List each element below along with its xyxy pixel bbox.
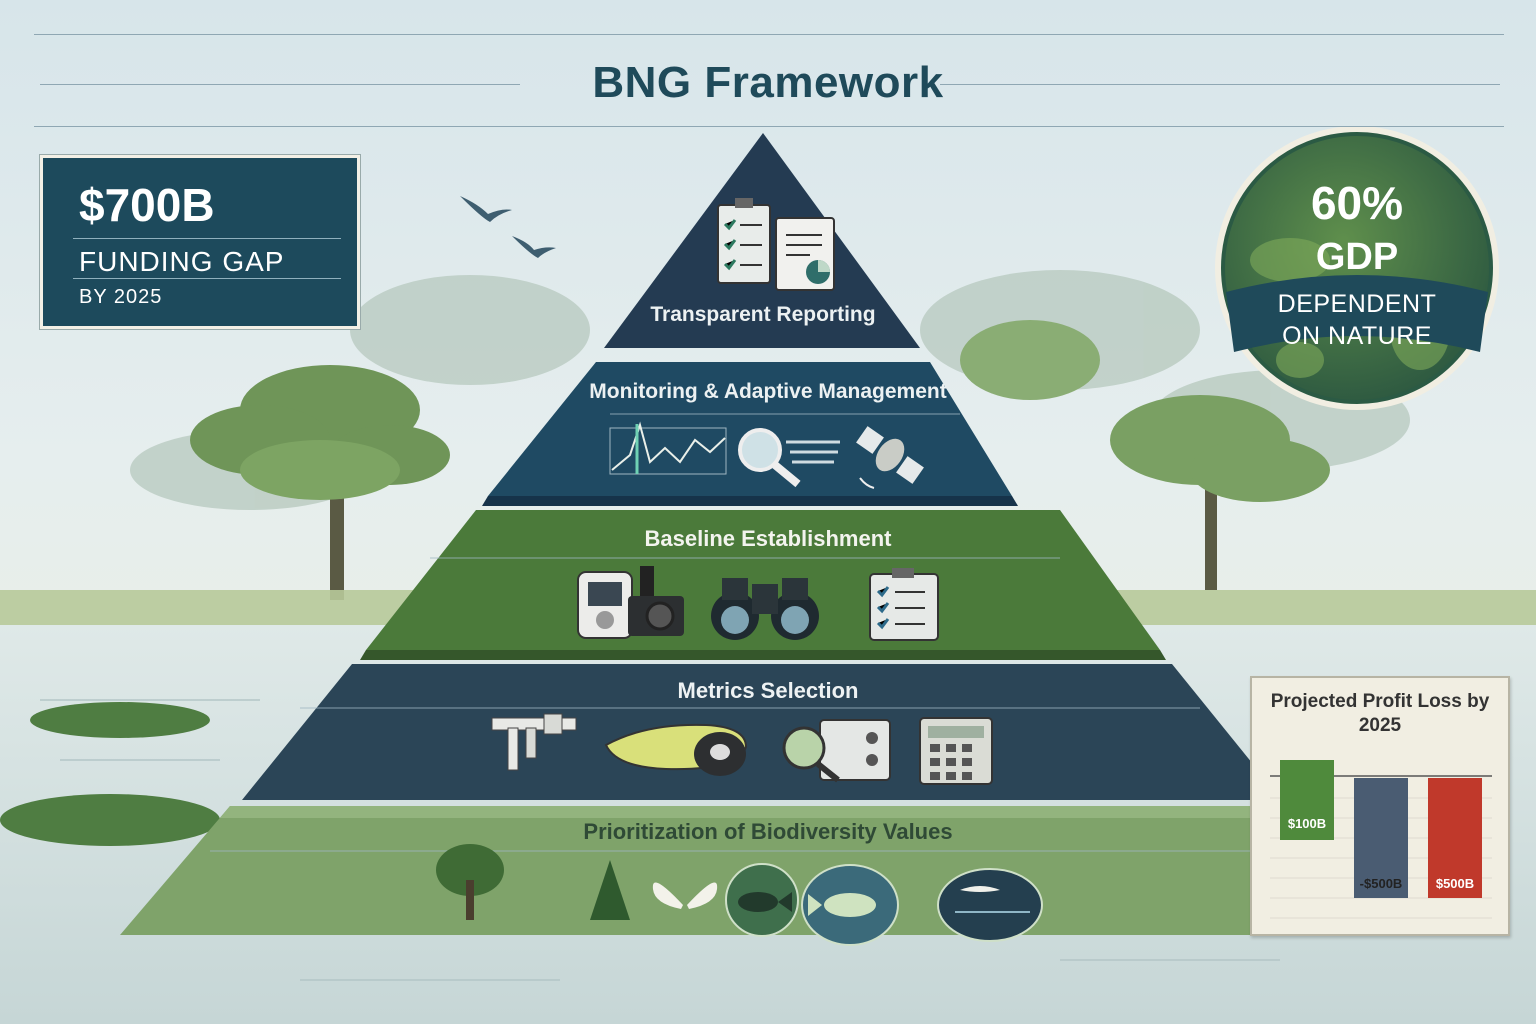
funding-gap-sub: BY 2025 <box>79 286 163 308</box>
binoculars-icon <box>711 578 819 640</box>
gdp-percent: 60% <box>1310 177 1404 229</box>
chart-plot: $100B -$500B $500B <box>1270 760 1492 919</box>
birds-icon <box>460 196 556 258</box>
coral-fish-icon <box>801 864 899 946</box>
top-rule <box>34 34 1504 35</box>
title-underline <box>34 126 1504 127</box>
measuring-tape-icon <box>604 723 748 776</box>
calculator-icon <box>919 717 993 785</box>
gdp-globe-badge <box>1215 126 1499 410</box>
page-title: BNG Framework <box>592 58 944 107</box>
chart-data-label: -$500B <box>1360 876 1403 891</box>
magnifier-icon <box>738 428 840 488</box>
title-rule-right <box>940 84 1500 85</box>
gdp-label: GDP <box>1315 236 1399 278</box>
gdp-line1: DEPENDENT <box>1277 290 1437 318</box>
title-rule-left <box>40 84 520 85</box>
gps-device-camera-icon <box>577 566 684 639</box>
profit-loss-chart: Projected Profit Loss by 2025 $100B -$500… <box>1250 676 1510 936</box>
funding-gap-divider <box>73 238 341 239</box>
wetland-bird-icon <box>937 868 1043 942</box>
chart-data-label: $100B <box>1288 816 1326 831</box>
clipboard-checklist-icon <box>717 198 771 284</box>
tier-baseline <box>366 510 1160 650</box>
tree-icon <box>436 844 630 920</box>
funding-gap-amount: $700B <box>79 179 215 231</box>
line-graph-icon <box>609 421 727 475</box>
chart-data-label: $500B <box>1436 876 1474 891</box>
tier-metrics <box>242 664 1282 800</box>
report-chart-icon <box>775 217 835 291</box>
left-tree <box>190 365 450 600</box>
gdp-line2: ON NATURE <box>1282 322 1432 350</box>
funding-gap-label: FUNDING GAP <box>79 246 285 277</box>
fish-icon <box>725 863 799 937</box>
tier1-label: Transparent Reporting <box>650 303 876 326</box>
tier5-label: Prioritization of Biodiversity Values <box>583 819 953 844</box>
chart-bar <box>1354 778 1408 898</box>
funding-gap-divider-2 <box>73 278 341 279</box>
tier4-label: Metrics Selection <box>677 678 859 703</box>
caliper-icon <box>491 713 577 771</box>
chart-bar <box>1280 760 1334 840</box>
butterfly-icon <box>652 882 718 909</box>
checklist-icon <box>869 568 939 641</box>
funding-gap-box: $700B FUNDING GAP BY 2025 <box>40 155 360 329</box>
chart-bar <box>1428 778 1482 898</box>
microscope-icon <box>782 719 891 783</box>
satellite-icon <box>856 426 924 489</box>
chart-title: Projected Profit Loss by 2025 <box>1270 691 1490 736</box>
tier3-label: Baseline Establishment <box>644 526 892 551</box>
tier2-label: Monitoring & Adaptive Management <box>589 380 947 403</box>
